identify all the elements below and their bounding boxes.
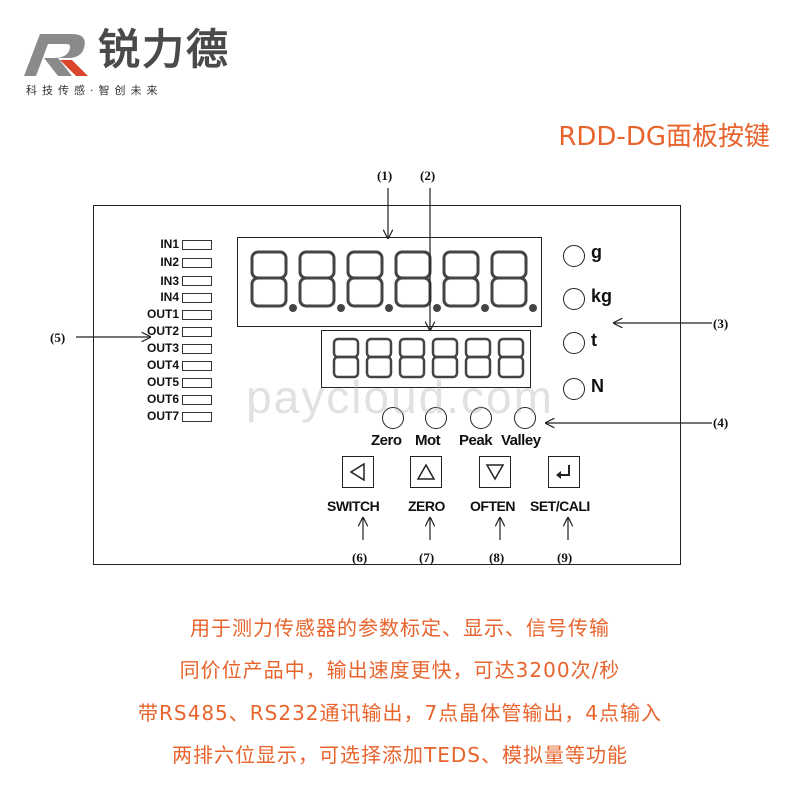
set-cali-key-label: SET/CALI xyxy=(530,498,590,514)
io-led-out5 xyxy=(182,378,212,388)
often-key-label: OFTEN xyxy=(470,498,515,514)
watermark: paycloud.com xyxy=(246,371,554,423)
callout-1: (1) xyxy=(377,168,393,183)
callout-4: (4) xyxy=(713,415,729,430)
description-line-1: 用于测力传感器的参数标定、显示、信号传输 xyxy=(190,616,610,640)
io-label-out6: OUT6 xyxy=(146,392,179,406)
callout-5: (5) xyxy=(50,330,66,345)
brand-name: 锐力德 xyxy=(98,25,231,74)
io-led-out1 xyxy=(182,310,212,320)
io-led-in1 xyxy=(182,240,212,250)
description-line-2: 同价位产品中，输出速度更快，可达3200次/秒 xyxy=(179,658,621,682)
callout-8: (8) xyxy=(489,550,505,565)
unit-led-g xyxy=(563,245,585,267)
io-led-out4 xyxy=(182,361,212,371)
sub-display-digits xyxy=(332,337,525,379)
description-line-4: 两排六位显示，可选择添加TEDS、模拟量等功能 xyxy=(172,743,628,767)
down-triangle-icon xyxy=(485,464,505,481)
io-led-in4 xyxy=(182,293,212,303)
io-led-out6 xyxy=(182,395,212,405)
io-label-in4: IN4 xyxy=(160,290,179,304)
status-label-mot: Mot xyxy=(415,432,441,449)
io-label-out1: OUT1 xyxy=(146,307,179,321)
io-led-in3 xyxy=(182,276,212,286)
description-line-3: 带RS485、RS232通讯输出，7点晶体管输出，4点输入 xyxy=(138,701,662,725)
logo-icon xyxy=(24,34,88,76)
main-display-digits xyxy=(250,250,537,312)
io-label-in2: IN2 xyxy=(160,255,179,269)
unit-label-g: g xyxy=(591,242,602,262)
io-label-in1: IN1 xyxy=(160,237,179,251)
callout-9: (9) xyxy=(557,550,573,565)
unit-led-t xyxy=(563,332,585,354)
front-panel xyxy=(93,205,681,565)
io-label-out2: OUT2 xyxy=(146,324,179,338)
callout-7: (7) xyxy=(419,550,435,565)
status-label-valley: Valley xyxy=(501,432,541,449)
panel-title: RDD-DG面板按键 xyxy=(558,122,770,152)
io-label-out5: OUT5 xyxy=(146,375,179,389)
io-label-in3: IN3 xyxy=(160,274,179,288)
status-label-peak: Peak xyxy=(459,432,493,449)
io-led-in2 xyxy=(182,258,212,268)
status-led-valley xyxy=(514,407,536,429)
left-triangle-icon xyxy=(349,462,365,482)
often-key[interactable] xyxy=(479,456,511,488)
io-label-out3: OUT3 xyxy=(146,341,179,355)
io-led-out2 xyxy=(182,327,212,337)
io-led-out7 xyxy=(182,412,212,422)
io-label-out4: OUT4 xyxy=(146,358,179,372)
switch-key[interactable] xyxy=(342,456,374,488)
status-led-mot xyxy=(425,407,447,429)
zero-key[interactable] xyxy=(410,456,442,488)
enter-icon xyxy=(556,465,570,479)
switch-key-label: SWITCH xyxy=(327,498,380,514)
zero-key-label: ZERO xyxy=(408,498,445,514)
unit-label-n: N xyxy=(591,376,604,396)
io-led-out3 xyxy=(182,344,212,354)
up-triangle-icon xyxy=(416,463,436,480)
status-led-zero xyxy=(382,407,404,429)
brand-slogan: 科技传感·智创未来 xyxy=(26,84,163,97)
set-cali-key[interactable] xyxy=(548,456,580,488)
unit-label-kg: kg xyxy=(591,286,613,306)
callout-3: (3) xyxy=(713,316,729,331)
unit-led-n xyxy=(563,378,585,400)
status-label-zero: Zero xyxy=(371,432,402,449)
unit-led-kg xyxy=(563,288,585,310)
status-led-peak xyxy=(470,407,492,429)
callout-6: (6) xyxy=(352,550,368,565)
io-label-out7: OUT7 xyxy=(146,409,179,423)
callout-2: (2) xyxy=(420,168,436,183)
unit-label-t: t xyxy=(591,330,597,350)
